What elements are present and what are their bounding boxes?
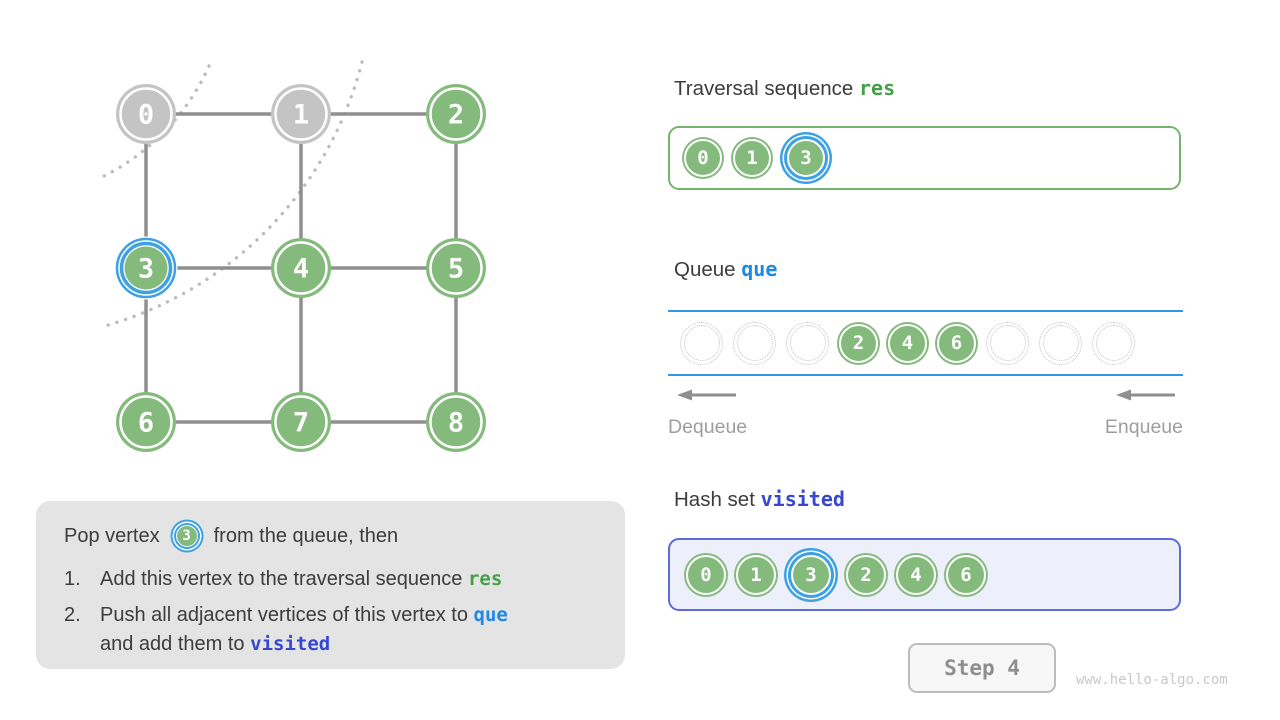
visited-item: 0: [686, 554, 726, 595]
queue-item: 6: [937, 323, 976, 363]
graph-node-7-label: 7: [293, 408, 309, 439]
queue-title: Queue que: [674, 257, 778, 281]
graph-node-1-label: 1: [293, 100, 309, 131]
explanation-step-2: 2. Push all adjacent vertices of this ve…: [64, 601, 603, 659]
queue-arrow-labels: Dequeue Enqueue: [668, 416, 1183, 439]
queue-empty-slot: [680, 321, 723, 365]
step-1-number: 1.: [64, 568, 81, 590]
visited-item: 2: [846, 554, 886, 595]
graph-node-3-label: 3: [138, 254, 154, 285]
graph-node-5-label: 5: [448, 254, 464, 285]
dequeue-arrow-icon: [677, 389, 736, 401]
res-item-current: 3: [787, 139, 825, 177]
explanation-pop-line: Pop vertex 3 from the queue, then: [64, 516, 603, 556]
step-indicator: Step 4: [908, 643, 1056, 693]
explanation-step-1: 1. Add this vertex to the traversal sequ…: [64, 565, 603, 594]
queue-item: 2: [839, 323, 878, 363]
queue-empty-slot: [1039, 321, 1082, 365]
dequeue-label: Dequeue: [668, 416, 748, 438]
visited-code-ref: visited: [250, 633, 331, 655]
state-column: Traversal sequence res 0 1 3 Queue que 2…: [668, 0, 1183, 720]
hash-set-box: 0 1 3 2 4 6: [668, 538, 1181, 611]
visited-code-label: visited: [760, 487, 845, 511]
explanation-panel: Pop vertex 3 from the queue, then 1. Add…: [36, 501, 625, 669]
graph-node-7: 7: [271, 392, 331, 452]
pop-prefix-text: Pop vertex: [64, 524, 160, 547]
graph-canvas: 0 1 2 3 4 5: [98, 60, 486, 452]
step-2-number: 2.: [64, 604, 81, 626]
graph-node-0-label: 0: [138, 100, 154, 131]
res-item: 1: [733, 139, 771, 177]
graph-node-4-label: 4: [293, 254, 309, 285]
visited-item-current: 3: [791, 554, 831, 595]
pop-vertex-badge: 3: [175, 525, 198, 547]
traversal-sequence-box: 0 1 3: [668, 126, 1181, 190]
hash-set-title: Hash set visited: [674, 487, 845, 511]
step-1-text: Add this vertex to the traversal sequenc…: [100, 568, 503, 590]
graph-node-6-label: 6: [138, 408, 154, 439]
graph-node-3-current: 3: [114, 236, 178, 300]
visited-item: 1: [736, 554, 776, 595]
queue-arrows: [668, 387, 1183, 403]
explanation-steps: 1. Add this vertex to the traversal sequ…: [64, 565, 603, 659]
pop-suffix-text: from the queue, then: [213, 524, 399, 547]
graph-node-1: 1: [271, 84, 331, 144]
queue-empty-slot: [733, 321, 776, 365]
queue-strip: 2 4 6: [668, 310, 1183, 376]
res-code-label: res: [858, 76, 896, 100]
graph-node-8-label: 8: [448, 408, 464, 439]
enqueue-label: Enqueue: [1104, 416, 1183, 438]
queue-empty-slot: [986, 321, 1029, 365]
graph-node-2-label: 2: [448, 100, 464, 131]
que-code-ref: que: [473, 604, 508, 626]
enqueue-arrow-icon: [1116, 389, 1175, 401]
graph-node-6: 6: [116, 392, 176, 452]
res-code-ref: res: [467, 568, 503, 590]
visited-item: 4: [896, 554, 936, 595]
queue-item: 4: [888, 323, 927, 363]
queue-empty-slot: [786, 321, 829, 365]
que-code-label: que: [741, 257, 778, 281]
bfs-wave-arc-inner: [98, 64, 211, 180]
visited-item: 6: [946, 554, 986, 595]
graph-node-4: 4: [271, 238, 331, 298]
graph-node-2: 2: [426, 84, 486, 144]
watermark: www.hello-algo.com: [1076, 672, 1228, 688]
res-item: 0: [684, 139, 722, 177]
graph-node-0: 0: [116, 84, 176, 144]
traversal-sequence-title: Traversal sequence res: [674, 76, 896, 100]
graph-node-8: 8: [426, 392, 486, 452]
step-2-text: Push all adjacent vertices of this verte…: [100, 604, 508, 655]
graph-node-5: 5: [426, 238, 486, 298]
pop-vertex-label: 3: [182, 528, 191, 544]
queue-empty-slot: [1092, 321, 1135, 365]
